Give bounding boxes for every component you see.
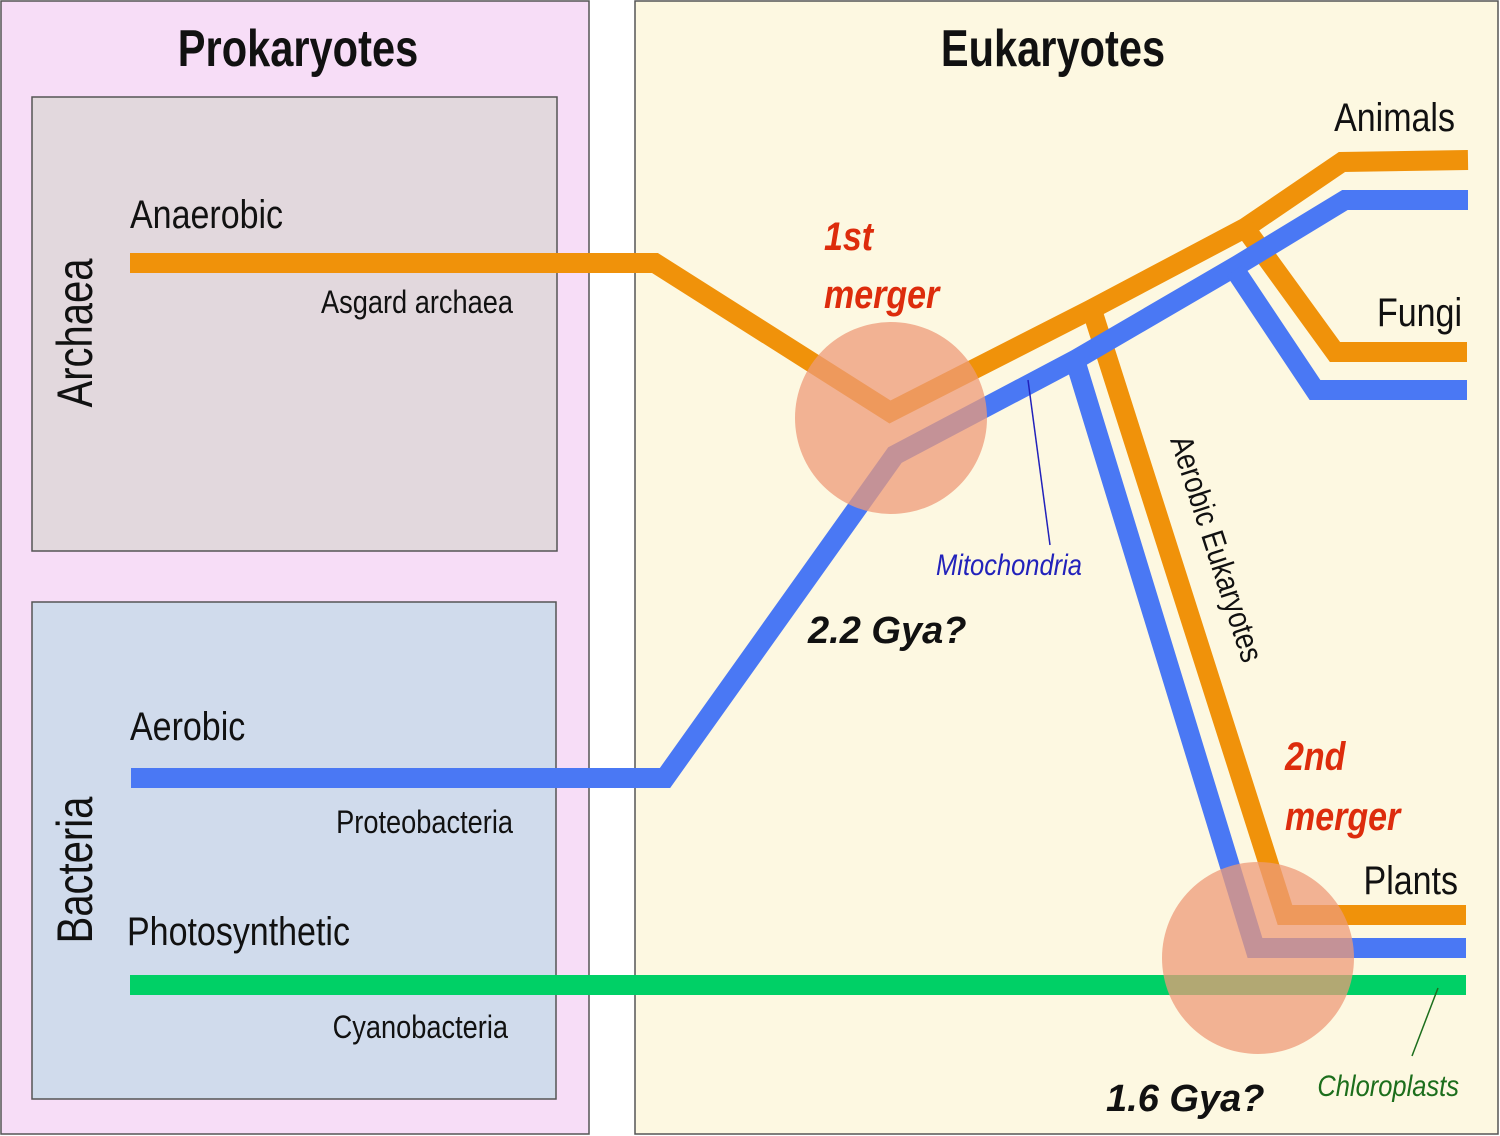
chloroplasts-pointer bbox=[1411, 987, 1439, 1057]
second-merger-time: 1.6 Gya? bbox=[1106, 1078, 1264, 1120]
eukaryotes-title: Eukaryotes bbox=[941, 19, 1165, 78]
anaerobic-label: Anaerobic bbox=[130, 191, 283, 236]
archaea-label: Archaea bbox=[47, 258, 103, 408]
mitochondria-pointer bbox=[1027, 379, 1051, 546]
anaerobic-lineage-line bbox=[130, 150, 1469, 424]
bacteria-label: Bacteria bbox=[47, 796, 103, 943]
fungi-orange-branch bbox=[1236, 222, 1467, 362]
fungi-blue-branch bbox=[1226, 264, 1467, 400]
proteobacteria-label: Proteobacteria bbox=[336, 805, 513, 841]
first-merger-time: 2.2 Gya? bbox=[807, 610, 966, 652]
cyanobacteria-label: Cyanobacteria bbox=[333, 1010, 509, 1046]
bacteria-box bbox=[31, 601, 557, 1100]
first-merger-line1: 1st bbox=[824, 213, 875, 258]
second-merger-circle bbox=[1162, 862, 1354, 1054]
fungi-label: Fungi bbox=[1377, 289, 1462, 334]
second-merger-line2: merger bbox=[1285, 793, 1403, 838]
asgard-archaea-label: Asgard archaea bbox=[321, 285, 513, 321]
second-merger-line1: 2nd bbox=[1284, 733, 1347, 778]
prokaryotes-title: Prokaryotes bbox=[178, 19, 418, 78]
photosynthetic-label: Photosynthetic bbox=[127, 908, 350, 953]
archaea-box bbox=[31, 96, 558, 552]
mitochondria-label: Mitochondria bbox=[936, 548, 1082, 581]
aerobic-label: Aerobic bbox=[130, 703, 245, 748]
animals-label: Animals bbox=[1334, 94, 1455, 139]
chloroplasts-label: Chloroplasts bbox=[1317, 1069, 1459, 1102]
first-merger-line2: merger bbox=[824, 271, 942, 316]
first-merger-circle bbox=[795, 322, 987, 514]
plants-label: Plants bbox=[1364, 857, 1458, 902]
